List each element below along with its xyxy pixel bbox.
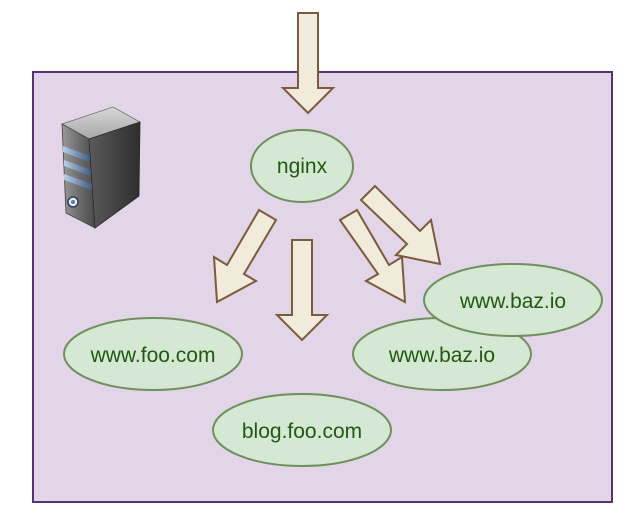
node-foo: [63, 317, 243, 391]
arrow-to-foo: [212, 208, 278, 304]
incoming-arrow: [280, 12, 336, 115]
arrow-to-baz-back: [359, 184, 442, 266]
server-icon: [61, 106, 141, 229]
node-blog-label: blog.foo.com: [242, 420, 362, 443]
node-blog: [212, 393, 392, 467]
node-nginx: [250, 129, 354, 203]
node-baz-back-label: www.baz.io: [459, 290, 566, 313]
arrow-to-baz-front: [338, 208, 407, 304]
node-baz-front-label: www.baz.io: [388, 344, 495, 367]
arrow-to-blog: [274, 239, 330, 342]
node-baz-back: [423, 263, 603, 337]
node-foo-label: www.foo.com: [90, 344, 216, 367]
node-nginx-label: nginx: [277, 155, 328, 178]
